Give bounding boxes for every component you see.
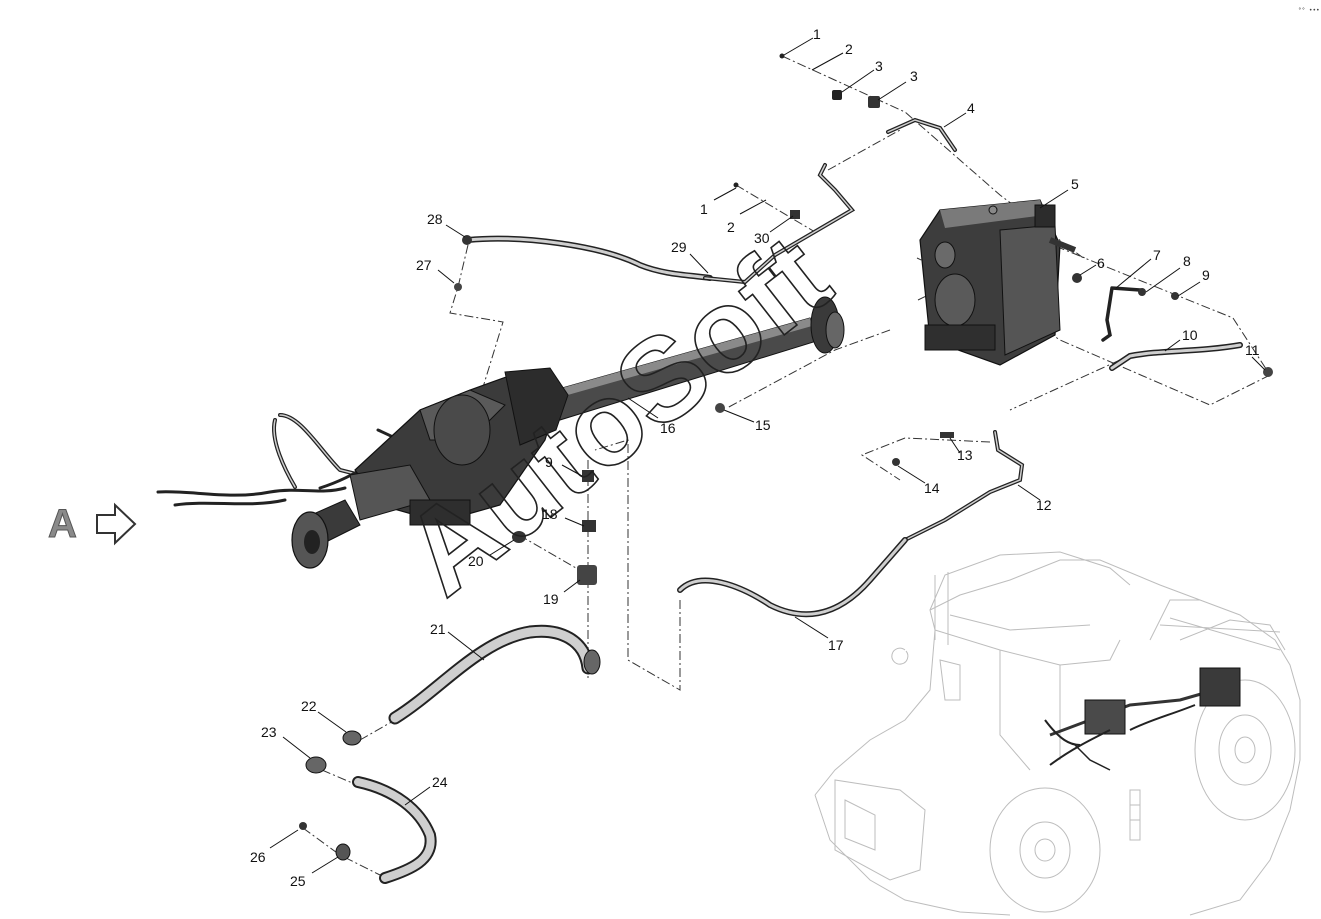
svg-text:16: 16 [660,420,676,436]
svg-text:17: 17 [828,637,844,653]
callout-1: 1 [783,26,821,56]
callout-4: 4 [943,100,975,128]
callout-29: 29 [671,239,709,274]
svg-text:10: 10 [1182,327,1198,343]
svg-text:14: 14 [924,480,940,496]
svg-text:9: 9 [545,454,553,470]
svg-text:19: 19 [543,591,559,607]
svg-text:9: 9 [1202,267,1210,283]
svg-text:12: 12 [1036,497,1052,513]
callout-20: 20 [468,539,515,569]
callout-12: 12 [1017,484,1052,513]
callout-15: 15 [723,409,771,433]
callout-24: 24 [404,774,448,806]
svg-text:3: 3 [910,68,918,84]
svg-text:28: 28 [427,211,443,227]
svg-text:24: 24 [432,774,448,790]
svg-text:8: 8 [1183,253,1191,269]
svg-text:23: 23 [261,724,277,740]
callout-25: 25 [290,856,339,889]
assembly-lines [302,55,1271,876]
callout-5: 5 [1039,176,1079,209]
svg-text:5: 5 [1071,176,1079,192]
callout-10: 10 [1164,327,1198,352]
svg-text:26: 26 [250,849,266,865]
callout-28: 28 [427,211,466,238]
callout-11: 11 [1245,342,1266,371]
transfer-case-assembly [291,367,569,569]
callout-23: 23 [261,724,311,759]
svg-text:20: 20 [468,553,484,569]
callout-27: 27 [416,257,455,284]
callout-3: 3 [841,58,883,93]
svg-text:3: 3 [875,58,883,74]
svg-text:15: 15 [755,417,771,433]
svg-text:21: 21 [430,621,446,637]
svg-text:1: 1 [813,26,821,42]
svg-text:18: 18 [542,506,558,522]
callout-16: 16 [627,397,676,436]
callout-8: 8 [1145,253,1191,293]
svg-text:2: 2 [727,219,735,235]
svg-text:11: 11 [1245,342,1260,358]
fittings [299,53,1273,861]
svg-text:30: 30 [754,230,770,246]
svg-text:7: 7 [1153,247,1161,263]
callout-1: 1 [700,187,737,217]
svg-text:13: 13 [957,447,973,463]
callout-7: 7 [1115,247,1161,289]
callout-2: 2 [727,199,767,235]
hoses [156,117,1243,884]
gearbox [919,199,1077,366]
callout-30: 30 [754,215,794,246]
callout-9: 9 [545,454,583,477]
driveshaft [547,296,845,421]
callout-6: 6 [1079,255,1105,276]
callout-26: 26 [250,829,299,865]
callout-2: 2 [811,41,853,71]
svg-text:4: 4 [967,100,975,116]
callouts: 1 2 3 3 4 5 6 7 8 9 10 11 12 13 14 15 16… [250,26,1266,889]
callout-17: 17 [794,616,844,653]
callout-21: 21 [430,621,485,661]
svg-text:2: 2 [845,41,853,57]
callout-13: 13 [949,437,973,463]
svg-text:1: 1 [700,201,708,217]
callout-22: 22 [301,698,347,733]
callout-3: 3 [877,68,918,101]
callout-9: 9 [1177,267,1210,297]
svg-text:29: 29 [671,239,687,255]
callout-19: 19 [543,579,581,607]
view-direction-arrow-icon [96,502,137,546]
callout-14: 14 [897,465,940,496]
corner-mark: °° ••• [1298,7,1320,14]
svg-text:22: 22 [301,698,317,714]
view-marker-letter: A [48,502,77,546]
tractor-illustration [814,551,1301,916]
view-marker: A [48,502,137,547]
svg-text:25: 25 [290,873,306,889]
svg-text:27: 27 [416,257,432,273]
svg-text:6: 6 [1097,255,1105,271]
